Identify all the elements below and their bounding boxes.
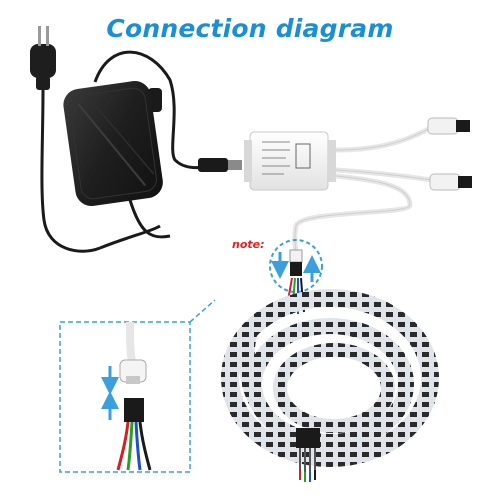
- connector-highlight-circle: [269, 239, 323, 293]
- dc-connector: [198, 158, 242, 172]
- diagram-title: Connection diagram: [106, 14, 394, 43]
- led-strip-reel: [221, 289, 439, 467]
- ac-cable: [40, 89, 101, 253]
- female-connector-upper: [427, 117, 470, 135]
- strip-male-connector: [296, 428, 320, 482]
- note-label: note:: [232, 238, 265, 251]
- power-adapter: [63, 81, 163, 206]
- eu-plug: [30, 26, 56, 90]
- female-connector-lower: [429, 173, 472, 191]
- rgb-controller: [244, 131, 336, 191]
- dc-cable-loop: [93, 50, 213, 170]
- output-cable-upper: [335, 125, 432, 153]
- connector-zoom-inset: [59, 299, 216, 473]
